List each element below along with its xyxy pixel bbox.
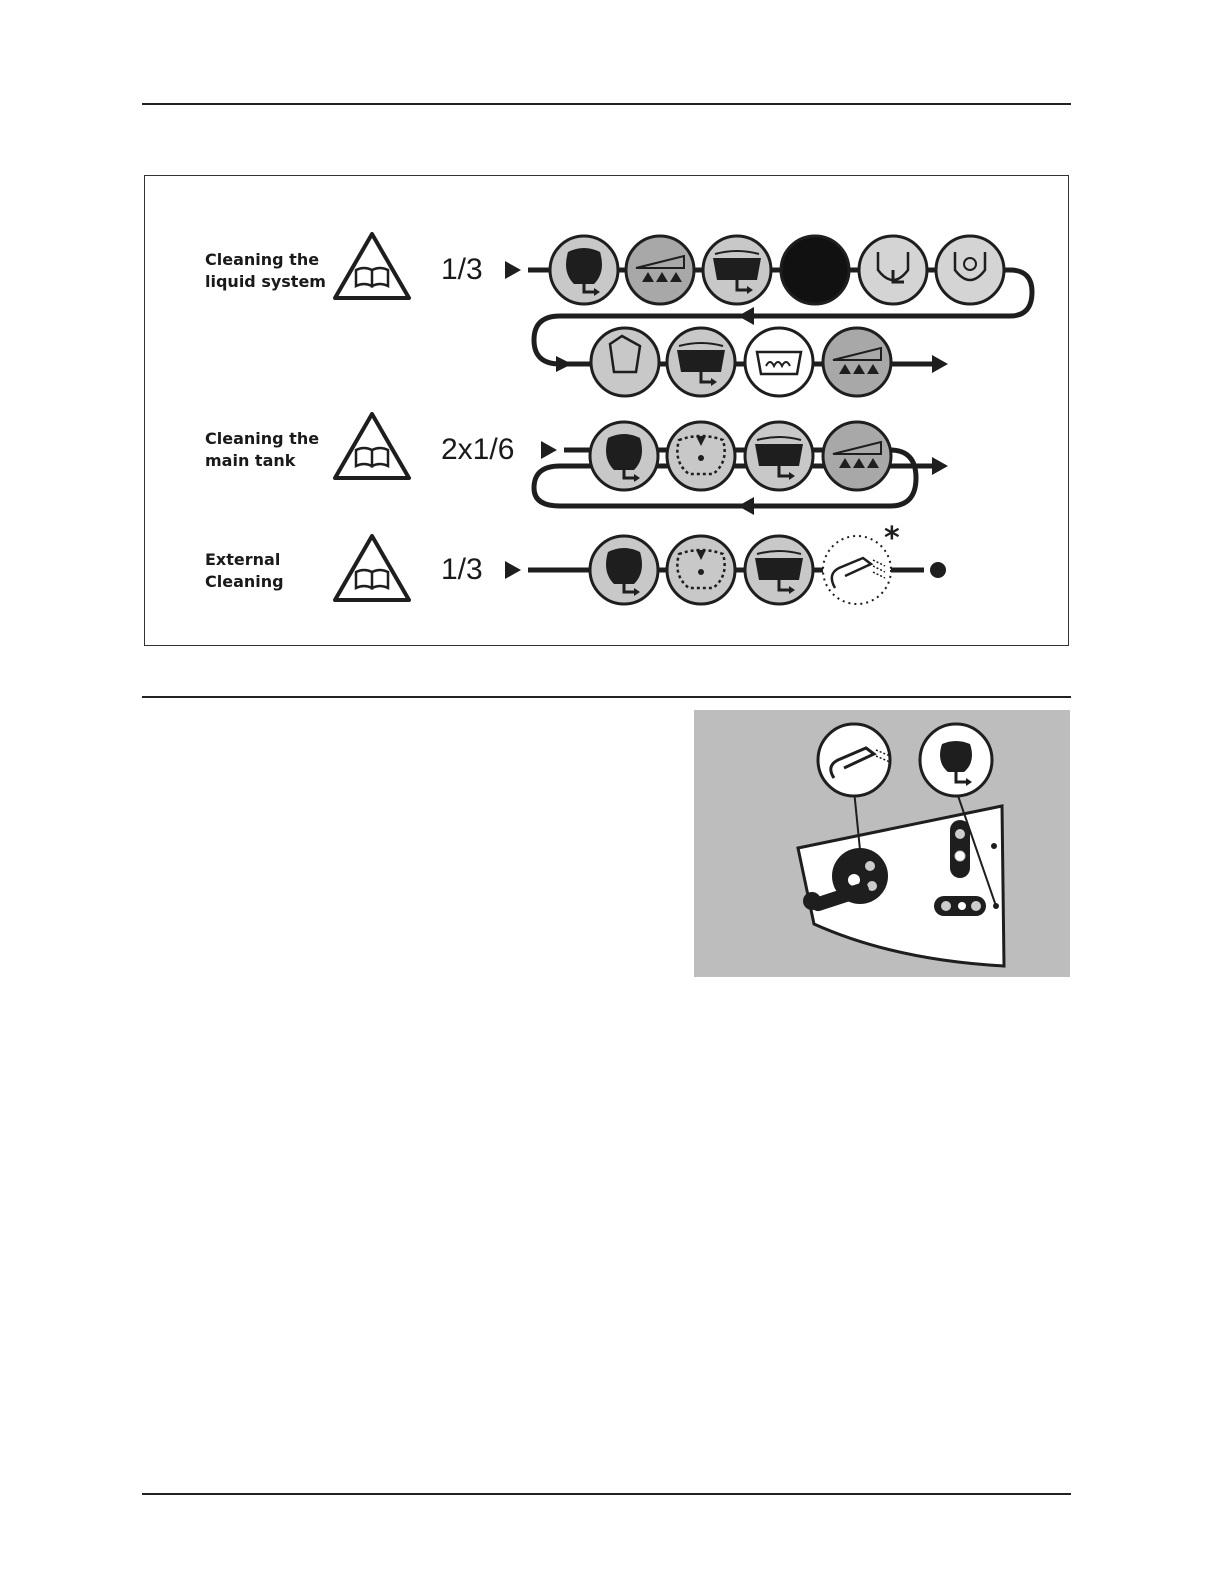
step-icon-boom-spray [823, 328, 891, 396]
manual-warning-icon [335, 536, 409, 600]
step-icon-boom-spray [823, 422, 891, 490]
end-arrow-icon [932, 457, 948, 475]
step-icon-tank-empty [667, 328, 735, 396]
procedure-flow-diagram: * [0, 0, 1224, 700]
start-arrow-icon [505, 261, 521, 279]
flow-arrow-icon [556, 356, 572, 372]
step-icon-filter-clean [936, 236, 1004, 304]
manual-warning-icon [335, 414, 409, 478]
step-icon-induction-hopper [591, 328, 659, 396]
step-icon-filled [781, 236, 849, 304]
step-icon-boom-spray [626, 236, 694, 304]
step-icon-tank-drain [590, 536, 658, 604]
note-asterisk: * [884, 521, 900, 556]
step-icon-tank-empty [745, 536, 813, 604]
flow-arrow-icon [738, 307, 754, 325]
step-icon-tank-empty [745, 422, 813, 490]
bottom-rule [142, 1493, 1071, 1495]
start-arrow-icon [505, 561, 521, 579]
step-icon-tank-drain [590, 422, 658, 490]
step-icon-agitation [745, 328, 813, 396]
step-icon-spray-gun-optional [823, 536, 891, 604]
flow-arrow-icon [738, 497, 754, 515]
step-icon-tank-drain [550, 236, 618, 304]
step-icon-tank-rinse [667, 422, 735, 490]
control-panel-illustration [694, 710, 1070, 977]
step-icon-filter-drain [859, 236, 927, 304]
start-arrow-icon [541, 441, 557, 459]
end-arrow-icon [932, 355, 948, 373]
end-point-icon [930, 562, 946, 578]
manual-warning-icon [335, 234, 409, 298]
step-icon-tank-empty [703, 236, 771, 304]
step-icon-tank-rinse [667, 536, 735, 604]
